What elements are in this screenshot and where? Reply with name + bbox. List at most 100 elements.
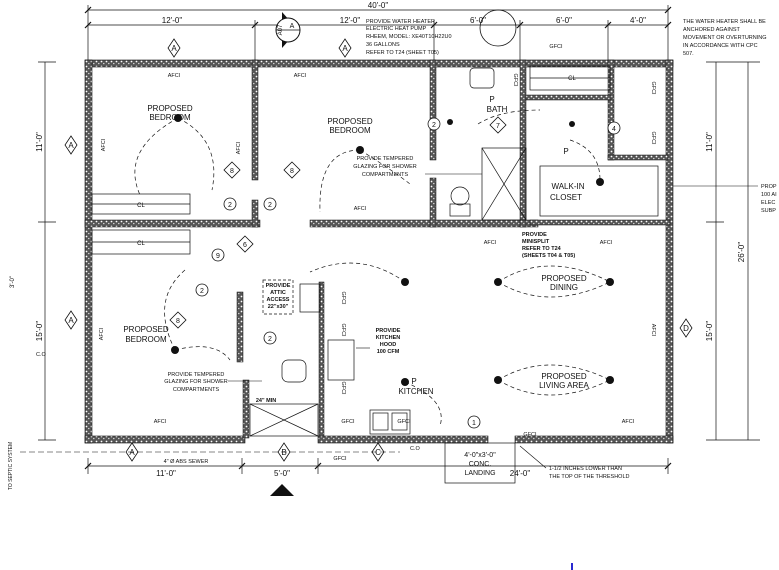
clearance-note: 24" MIN <box>256 398 276 404</box>
afci-label: AFCI <box>236 141 242 154</box>
svg-text:ELECTRIC HEAT PUMP: ELECTRIC HEAT PUMP <box>366 26 427 32</box>
svg-text:HOOD: HOOD <box>380 342 397 348</box>
grid-a-left-upper: A <box>68 141 74 150</box>
bath-label: BATH <box>487 105 508 114</box>
svg-text:PROVIDE WATER HEATER: PROVIDE WATER HEATER <box>366 19 435 25</box>
tag-2: 2 <box>432 122 436 129</box>
closet-label: P <box>563 147 568 156</box>
svg-text:REFER TO T24 (SHEET T05): REFER TO T24 (SHEET T05) <box>366 50 439 56</box>
svg-text:COMPARTMENTS: COMPARTMENTS <box>362 172 409 178</box>
tag-2: 2 <box>200 288 204 295</box>
dim-overall: 40'-0" <box>368 1 389 10</box>
sewer-note: 4" Ø ABS SEWER <box>164 459 209 465</box>
svg-text:PROVIDE TEMPERED: PROVIDE TEMPERED <box>168 372 225 378</box>
grid-bubbles <box>64 38 693 462</box>
tag-8: 8 <box>230 168 234 175</box>
svg-text:PROVIDE: PROVIDE <box>376 328 401 334</box>
bedroom-3-label: BEDROOM <box>125 335 167 344</box>
exterior-walls <box>84 59 674 444</box>
dim-left-upper: 11'-0" <box>35 132 44 152</box>
svg-text:36 GALLONS: 36 GALLONS <box>366 42 400 48</box>
wiring-arcs <box>134 109 611 427</box>
svg-text:ELEC: ELEC <box>761 200 775 206</box>
svg-text:PROP: PROP <box>761 184 777 190</box>
minisplit-note: PROVIDE MINISPLIT REFER TO T24 (SHEETS T… <box>522 232 575 259</box>
afci-label: AFCI <box>99 327 105 340</box>
dim-top-mid: 12'-0" <box>340 16 361 25</box>
closet-cl-label: CL <box>137 203 145 209</box>
closet-cl-label: CL <box>568 76 576 82</box>
bedroom-3-label: PROPOSED <box>123 325 169 334</box>
landing-label: CONC. <box>469 461 492 468</box>
cleanout-bottom: C.O <box>410 446 421 452</box>
svg-text:PROVIDE: PROVIDE <box>522 232 547 238</box>
light-fixtures <box>171 114 614 386</box>
dim-top-c: 4'-0" <box>630 16 646 25</box>
grid-d-right: D <box>683 324 689 333</box>
section-letter: A <box>290 23 295 30</box>
tag-1: 1 <box>472 420 476 427</box>
kitchen-label: P <box>411 377 416 386</box>
svg-text:PROVIDE TEMPERED: PROVIDE TEMPERED <box>357 156 414 162</box>
dim-top-left: 12'-0" <box>162 16 183 25</box>
tag-7: 7 <box>496 123 500 130</box>
tag-2: 2 <box>268 202 272 209</box>
cleanout-left: C.O <box>36 352 47 358</box>
tempered-glazing-note-upper: PROVIDE TEMPERED GLAZING FOR SHOWER COMP… <box>353 156 482 178</box>
water-heater-note: PROVIDE WATER HEATER ELECTRIC HEAT PUMP … <box>366 19 452 56</box>
svg-text:1-1/2 INCHES LOWER THAN: 1-1/2 INCHES LOWER THAN <box>549 466 622 472</box>
panel-note-truncated: PROP 100 AI ELEC SUBP <box>673 184 777 214</box>
svg-text:THE WATER HEATER SHALL BE: THE WATER HEATER SHALL BE <box>683 19 766 25</box>
dining-label: DINING <box>550 283 578 292</box>
gfci-label: GFCI <box>340 381 346 395</box>
grid-a-bottom: A <box>129 448 135 457</box>
dim-left-lower: 15'-0" <box>35 321 44 342</box>
afci-label: AFCI <box>650 324 656 337</box>
closet-label: WALK-IN <box>551 182 584 191</box>
interior-walls <box>84 59 671 439</box>
svg-text:MOVEMENT OR OVERTURNING: MOVEMENT OR OVERTURNING <box>683 35 767 41</box>
svg-text:ACCESS: ACCESS <box>267 297 290 303</box>
gfci-label: GFCI <box>333 456 347 462</box>
dim-top-a: 6'-0" <box>470 16 486 25</box>
threshold-note: 1-1/2 INCHES LOWER THAN THE TOP OF THE T… <box>519 445 630 480</box>
gfci-label: GFCI <box>397 419 411 425</box>
tag-markers <box>169 116 621 429</box>
afci-label: AFCI <box>154 419 167 425</box>
grid-a-left-lower: A <box>68 316 74 325</box>
svg-text:507.: 507. <box>683 51 694 57</box>
tempered-glazing-note-lower: PROVIDE TEMPERED GLAZING FOR SHOWER COMP… <box>164 372 262 393</box>
dim-bottom-right: 24'-0" <box>510 469 531 478</box>
dim-left-side: 3'-0" <box>10 276 16 288</box>
septic-note: TO SEPTIC SYSTEM <box>8 442 14 490</box>
dining-label: PROPOSED <box>541 274 587 283</box>
afci-label: AFCI <box>484 240 497 246</box>
landing-label: 4'-0"x3'-0" <box>464 452 496 459</box>
dim-right-lower: 15'-0" <box>705 321 714 342</box>
svg-text:ATTIC: ATTIC <box>270 290 286 296</box>
svg-text:KITCHEN: KITCHEN <box>376 335 400 341</box>
svg-text:IN ACCORDANCE WITH CPC: IN ACCORDANCE WITH CPC <box>683 43 758 49</box>
gfci-label: GFCI <box>650 81 656 95</box>
grid-b-bottom: B <box>281 448 286 457</box>
tag-4: 4 <box>612 126 616 133</box>
section-marker-bottom <box>270 484 294 496</box>
bedroom-2-label: BEDROOM <box>329 126 371 135</box>
dim-top-b: 6'-0" <box>556 16 572 25</box>
gfci-label: GFCI <box>523 432 537 438</box>
svg-text:SUBP: SUBP <box>761 208 776 214</box>
svg-text:COMPARTMENTS: COMPARTMENTS <box>173 387 220 393</box>
svg-text:REFER TO T24: REFER TO T24 <box>522 246 562 252</box>
svg-text:100 CFM: 100 CFM <box>377 349 400 355</box>
afci-label: AFCI <box>101 138 107 151</box>
svg-text:THE TOP OF THE THRESHOLD: THE TOP OF THE THRESHOLD <box>549 474 630 480</box>
dim-right-total: 26'-0" <box>737 242 746 263</box>
tag-6: 6 <box>243 242 247 249</box>
tag-8: 8 <box>176 318 180 325</box>
svg-text:RHEEM, MODEL: XE40T10H22U0: RHEEM, MODEL: XE40T10H22U0 <box>366 34 452 40</box>
cursor-mark <box>571 563 573 570</box>
grid-a-top-left: A <box>171 44 177 53</box>
svg-text:22"x30": 22"x30" <box>268 304 289 310</box>
afci-label: AFCI <box>622 419 635 425</box>
bedroom-1-label: BEDROOM <box>149 113 191 122</box>
